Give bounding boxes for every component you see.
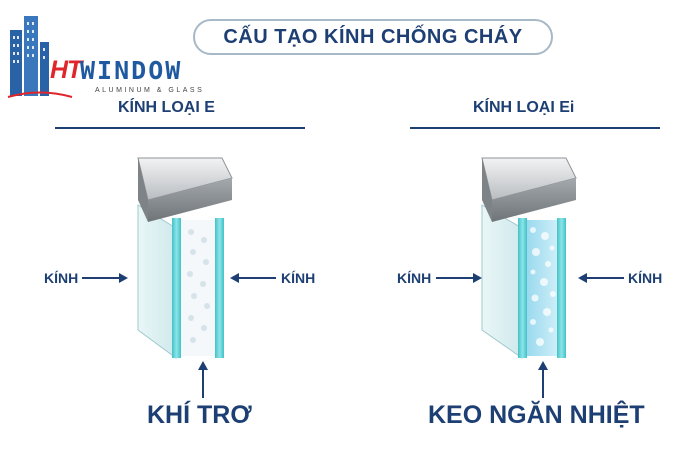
panel-ei-core-label: KEO NGĂN NHIỆT — [428, 401, 645, 429]
page-title: CẤU TẠO KÍNH CHỐNG CHÁY — [223, 25, 523, 48]
panel-e-heading: KÍNH LOẠI E — [118, 99, 215, 116]
panel-ei-glass-illustration — [481, 157, 577, 359]
panel-ei-divider — [410, 127, 660, 129]
title-box: CẤU TẠO KÍNH CHỐNG CHÁY — [193, 19, 553, 55]
panel-e-arrows — [82, 273, 276, 398]
logo-tagline: ALUMINUM & GLASS — [95, 87, 205, 94]
panel-e-left-glass-label: KÍNH — [44, 270, 79, 286]
logo-brand-mark: HT — [50, 56, 82, 84]
panel-e-right-glass-label: KÍNH — [281, 270, 316, 286]
panel-e-divider — [55, 127, 305, 129]
panel-ei-arrows — [436, 273, 624, 398]
logo-brand-name: WINDOW — [80, 56, 183, 85]
panel-ei-right-glass-label: KÍNH — [628, 270, 663, 286]
logo-building-icon — [7, 16, 73, 98]
panel-ei-heading: KÍNH LOẠI Ei — [473, 99, 575, 116]
panel-e-core-label: KHÍ TRƠ — [147, 401, 252, 429]
panel-ei-left-glass-label: KÍNH — [397, 270, 432, 286]
panel-e-glass-illustration — [137, 157, 233, 359]
